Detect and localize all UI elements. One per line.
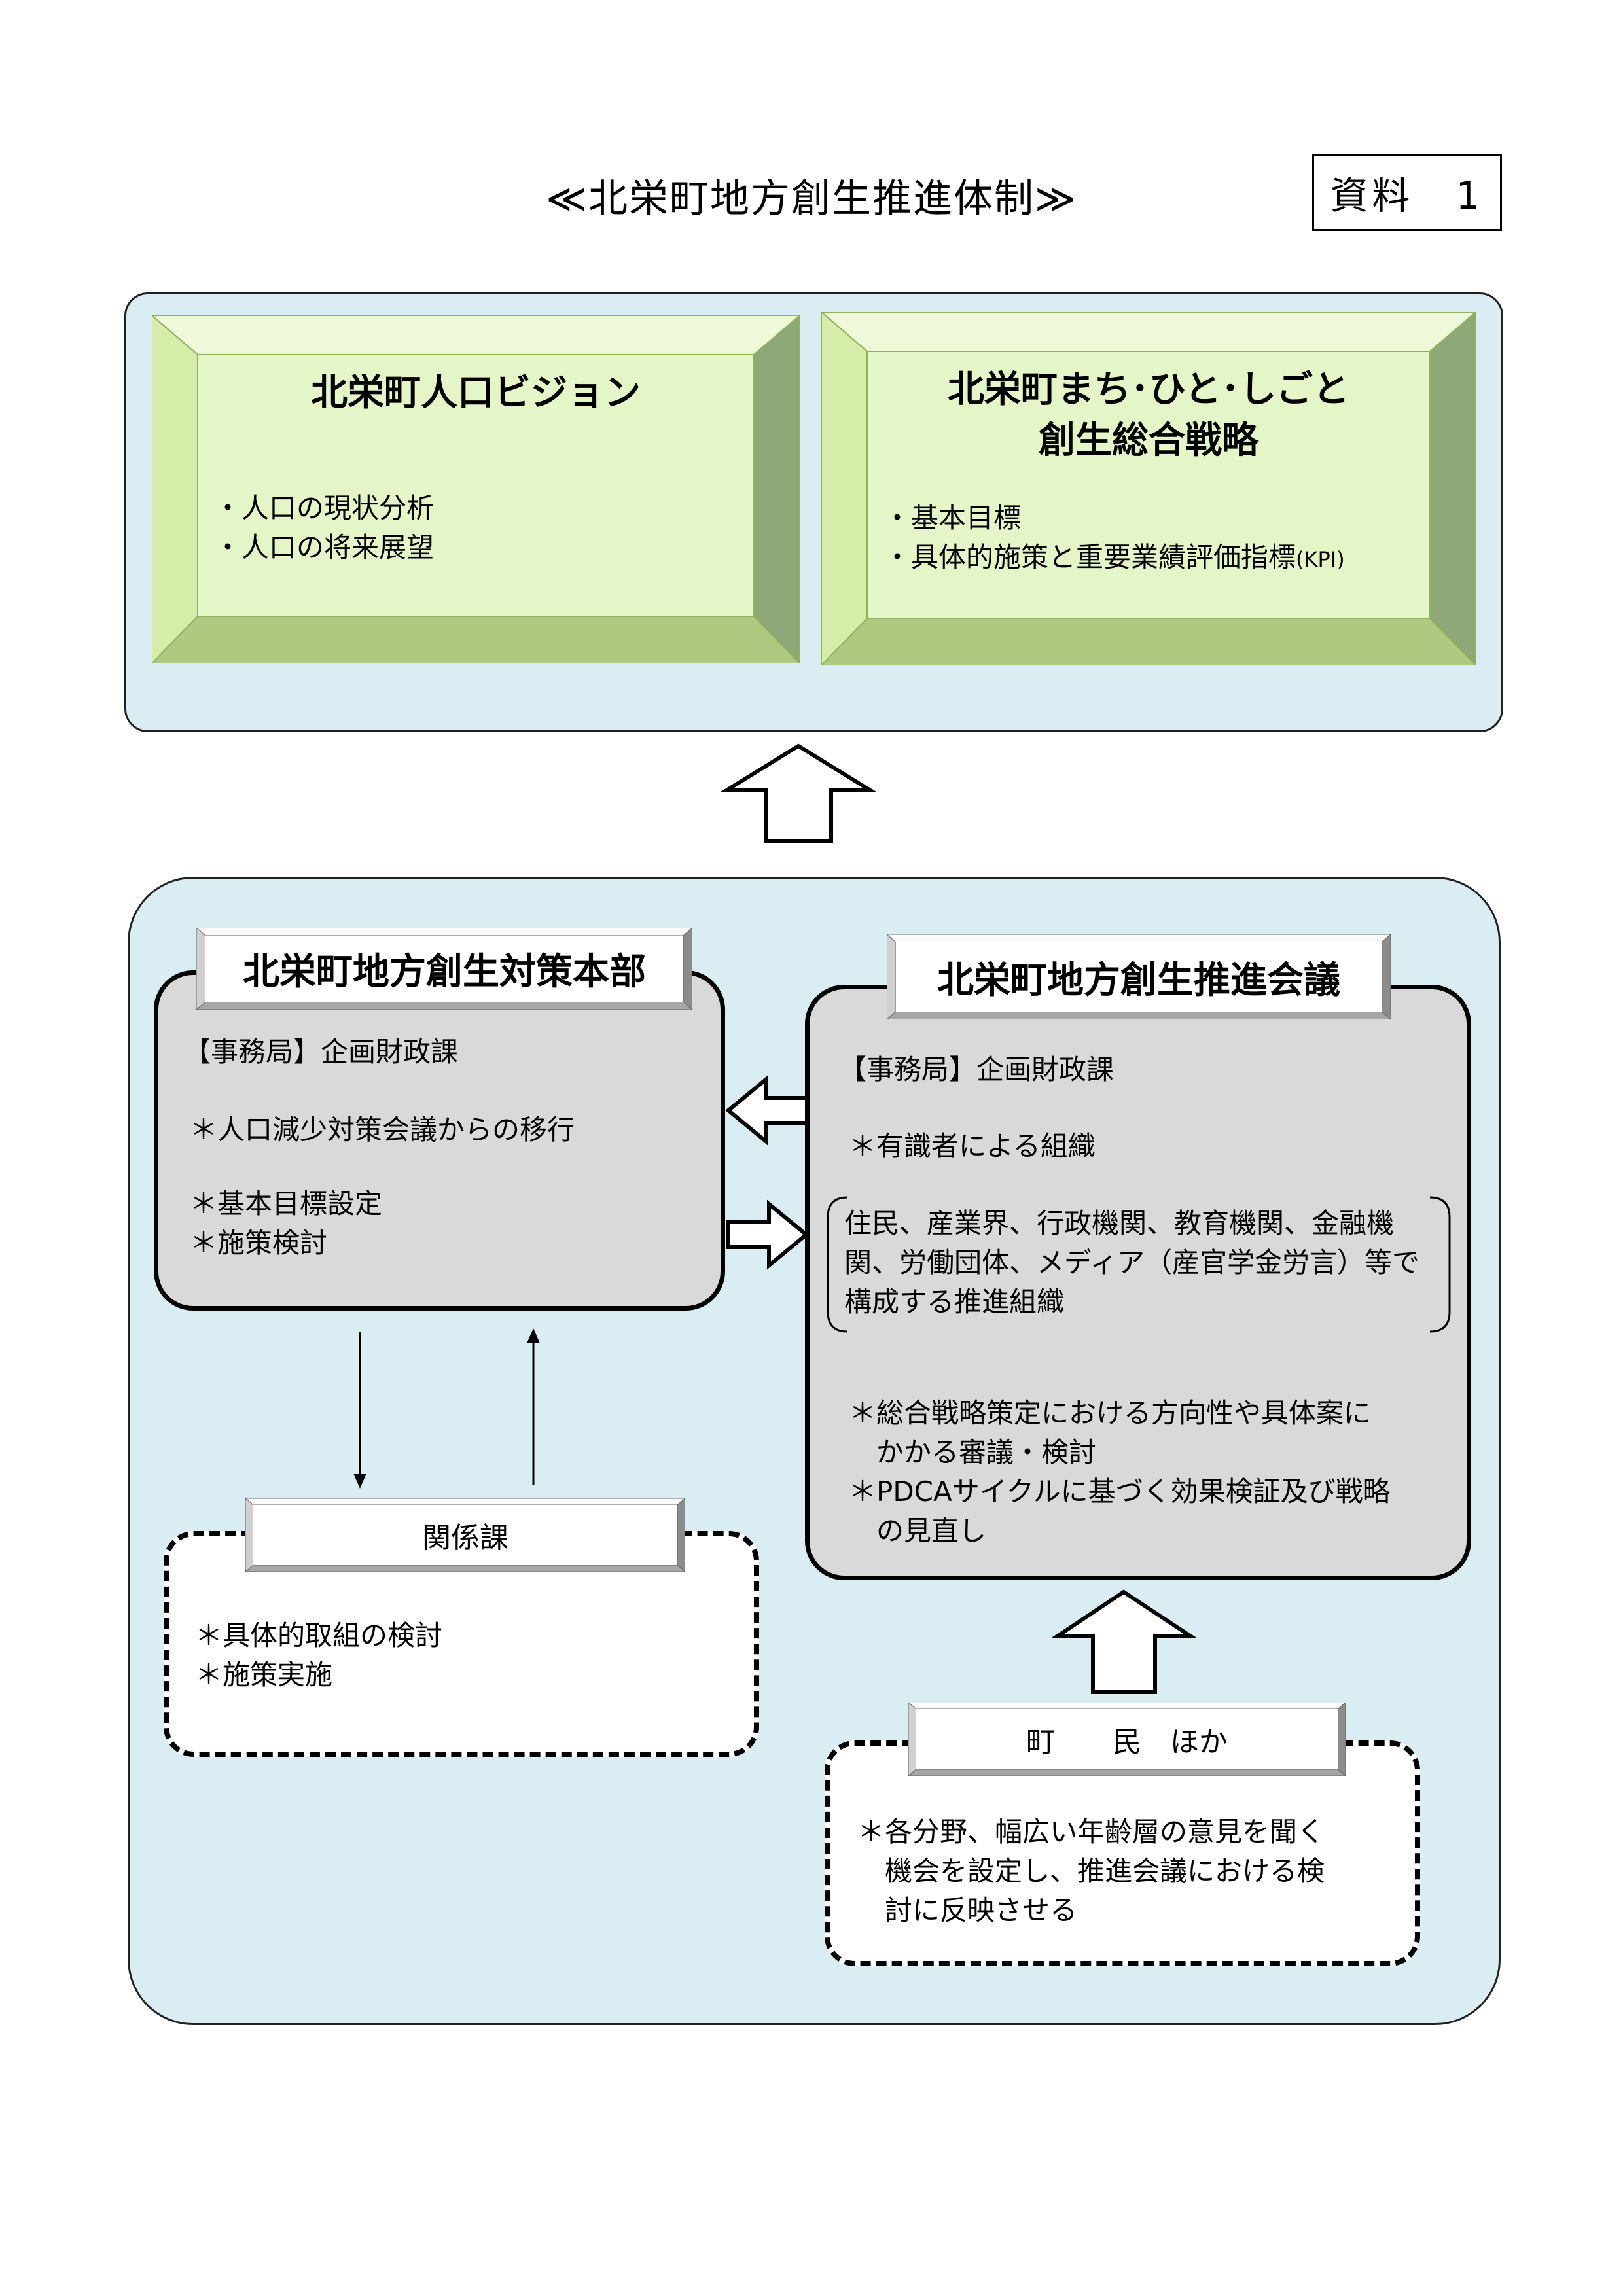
vision-items: ・人口の現状分析 ・人口の将来展望 <box>214 489 738 567</box>
list-item: 機会を設定し、推進会議における検 <box>857 1855 1325 1887</box>
list-item: 討に反映させる <box>857 1894 1078 1926</box>
members-line: 構成する推進組織 <box>844 1286 1065 1318</box>
council-name: 北栄町地方創生推進会議 <box>937 959 1340 1002</box>
page-title: ≪北栄町地方創生推進体制≫ <box>546 176 1077 222</box>
plaque-frame <box>908 1703 1346 1776</box>
residents-name: 町 民 ほか <box>1026 1725 1228 1759</box>
members-line: 関、労働団体、メディア（産官学金労言）等で <box>844 1246 1420 1279</box>
headquarters-box <box>154 970 725 1311</box>
members-bracket <box>827 1196 1451 1333</box>
vision-heading: 北栄町人口ビジョン <box>311 372 641 414</box>
bevel-frame <box>152 315 800 663</box>
up-arrow-icon <box>1050 1589 1198 1694</box>
duty-line: かかる審議・検討 <box>849 1436 1097 1468</box>
list-item: ・人口の将来展望 <box>214 531 435 563</box>
departments-plaque: 関係課 <box>245 1498 685 1572</box>
bevel-frame <box>821 312 1476 665</box>
list-item: ＊具体的取組の検討 <box>195 1619 443 1651</box>
members-line: 住民、産業界、行政機関、教育機関、金融機 <box>844 1207 1395 1239</box>
strategy-heading: 北栄町まち･ひと･しごと 創生総合戦略 <box>867 364 1430 467</box>
list-item: ＊施策実施 <box>195 1659 333 1691</box>
down-arrow-icon <box>353 1332 366 1489</box>
population-vision-box: 北栄町人口ビジョン ・人口の現状分析 ・人口の将来展望 <box>152 315 800 663</box>
list-item: ＊人口減少対策会議からの移行 <box>190 1114 575 1146</box>
comprehensive-strategy-box: 北栄町まち･ひと･しごと 創生総合戦略 ・基本目標 ・具体的施策と重要業績評価指… <box>821 312 1476 665</box>
list-item: ＊基本目標設定 <box>190 1188 383 1220</box>
duty-line: ＊PDCAサイクルに基づく効果検証及び戦略 <box>849 1475 1391 1508</box>
council-secretariat: 【事務局】企画財政課 <box>839 1053 1115 1086</box>
headquarters-plaque: 北栄町地方創生対策本部 <box>196 928 692 1010</box>
council-plaque: 北栄町地方創生推進会議 <box>887 934 1391 1019</box>
strategy-items: ・基本目標 ・具体的施策と重要業績評価指標(KPI) <box>883 499 1420 579</box>
council-box <box>805 985 1471 1580</box>
left-arrow-icon <box>725 1075 809 1146</box>
plaque-frame <box>196 928 692 1010</box>
strategy-heading-line: 北栄町まち･ひと･しごと <box>947 368 1350 411</box>
residents-box <box>825 1740 1420 1966</box>
plaque-frame <box>245 1498 685 1572</box>
list-item: ＊各分野、幅広い年齢層の意見を聞く <box>857 1816 1325 1848</box>
kpi-item-text: ・具体的施策と重要業績評価指標 <box>883 541 1296 573</box>
strategy-heading-line: 創生総合戦略 <box>1039 419 1258 462</box>
right-arrow-icon <box>726 1199 810 1270</box>
kpi-suffix: (KPI) <box>1296 547 1345 572</box>
headquarters-name: 北栄町地方創生対策本部 <box>243 951 646 993</box>
list-item: ・人口の現状分析 <box>214 492 435 524</box>
document-label: 資料 1 <box>1312 154 1502 231</box>
residents-plaque: 町 民 ほか <box>908 1703 1346 1776</box>
plaque-frame <box>887 934 1391 1019</box>
up-arrow-icon <box>720 743 877 843</box>
list-item: ・具体的施策と重要業績評価指標(KPI) <box>883 538 1420 579</box>
duty-line: の見直し <box>849 1515 987 1547</box>
departments-name: 関係課 <box>422 1521 508 1555</box>
up-thin-arrow-icon <box>527 1328 540 1485</box>
headquarters-secretariat: 【事務局】企画財政課 <box>183 1036 459 1068</box>
council-organization: ＊有識者による組織 <box>849 1130 1096 1162</box>
list-item: ・基本目標 <box>883 502 1022 534</box>
duty-line: ＊総合戦略策定における方向性や具体案に <box>849 1397 1372 1429</box>
list-item: ＊施策検討 <box>190 1227 328 1259</box>
